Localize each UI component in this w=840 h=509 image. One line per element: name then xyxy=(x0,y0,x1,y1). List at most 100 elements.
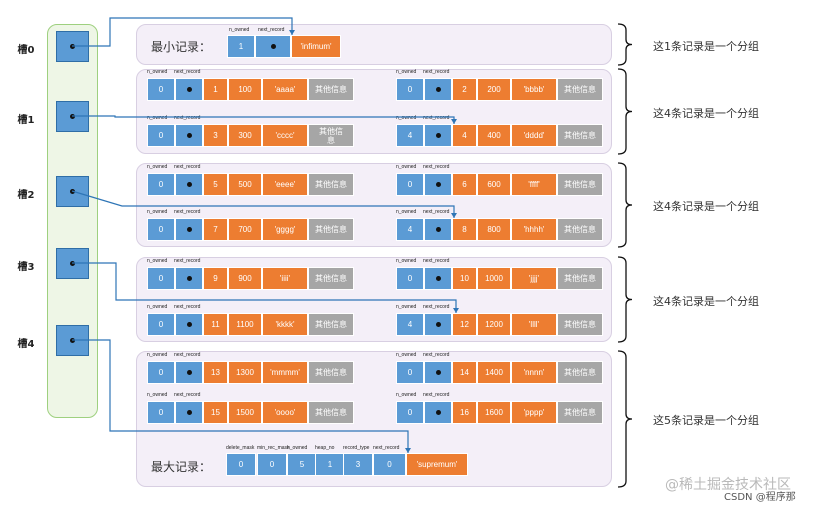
n-owned-header: n_owned xyxy=(396,164,417,170)
next-record-cell xyxy=(424,218,452,241)
other-info-cell: 其他信 息 xyxy=(308,124,354,147)
next-record-header: next_record xyxy=(174,304,201,310)
supremum-field-header: heap_no xyxy=(315,445,335,451)
next-record-header: next_record xyxy=(423,69,450,75)
group-0-label: 这1条记录是一个分组 xyxy=(653,39,759,53)
next-record-header: next_record xyxy=(174,392,201,398)
primary-key-cell: 1300 xyxy=(228,361,262,384)
heap-no-cell: 12 xyxy=(452,313,477,336)
heap-no-cell: 6 xyxy=(452,173,477,196)
next-record-header: next_record xyxy=(174,69,201,75)
n-owned-cell: 0 xyxy=(396,267,424,290)
heap-no-cell: 11 xyxy=(203,313,228,336)
n-owned-header: n_owned xyxy=(396,258,417,264)
column-value-cell: 'eeee' xyxy=(262,173,308,196)
heap-no-cell: 4 xyxy=(452,124,477,147)
column-value-cell: 'nnnn' xyxy=(511,361,557,384)
arrowhead-icon xyxy=(451,119,457,124)
other-info-cell: 其他信息 xyxy=(308,173,354,196)
primary-key-cell: 600 xyxy=(477,173,511,196)
next-record-cell xyxy=(424,173,452,196)
n-owned-header: n_owned xyxy=(396,69,417,75)
other-info-cell: 其他信息 xyxy=(557,124,603,147)
next-record-cell xyxy=(175,78,203,101)
column-value-cell: 'llll' xyxy=(511,313,557,336)
n-owned-cell: 0 xyxy=(147,218,175,241)
next-record-cell xyxy=(424,78,452,101)
heap-no-cell: 15 xyxy=(203,401,228,424)
other-info-cell: 其他信息 xyxy=(557,267,603,290)
arrowhead-icon xyxy=(289,30,295,35)
heap-no-cell: 8 xyxy=(452,218,477,241)
group-2-label: 这4条记录是一个分组 xyxy=(653,200,759,213)
heap-no-cell: 1 xyxy=(203,78,228,101)
slot-0-label: 槽0 xyxy=(17,45,35,56)
n-owned-header: n_owned xyxy=(396,304,417,310)
n-owned-header: n_owned xyxy=(396,392,417,398)
group-4-label: 这5条记录是一个分组 xyxy=(653,414,759,427)
other-info-cell: 其他信息 xyxy=(557,401,603,424)
arrowhead-icon xyxy=(453,308,459,313)
slot-1-label: 槽1 xyxy=(17,115,35,126)
primary-key-cell: 200 xyxy=(477,78,511,101)
heap-no-cell: 7 xyxy=(203,218,228,241)
other-info-cell: 其他信息 xyxy=(557,173,603,196)
supremum-field-cell: 3 xyxy=(343,453,373,476)
n-owned-cell: 0 xyxy=(147,267,175,290)
next-record-dot-icon xyxy=(186,276,192,281)
supremum-field-header: min_rec_mask xyxy=(257,445,290,451)
next-record-header: next_record xyxy=(174,164,201,170)
n-owned-cell: 0 xyxy=(147,173,175,196)
infimum-label: 最小记录： xyxy=(151,40,212,54)
column-value-cell: 'cccc' xyxy=(262,124,308,147)
next-record-header: next_record xyxy=(174,115,201,121)
n-owned-cell: 0 xyxy=(147,361,175,384)
slot-0-pointer-line xyxy=(72,17,293,47)
n-owned-header: n_owned xyxy=(396,115,417,121)
n-owned-cell: 0 xyxy=(147,78,175,101)
heap-no-cell: 14 xyxy=(452,361,477,384)
n-owned-cell: 0 xyxy=(396,173,424,196)
next-record-dot-icon xyxy=(186,227,192,232)
primary-key-cell: 700 xyxy=(228,218,262,241)
n-owned-cell: 4 xyxy=(396,124,424,147)
heap-no-cell: 5 xyxy=(203,173,228,196)
next-record-header: next_record xyxy=(258,27,285,33)
other-info-cell: 其他信息 xyxy=(557,218,603,241)
column-value-cell: 'gggg' xyxy=(262,218,308,241)
n-owned-header: n_owned xyxy=(147,392,168,398)
other-info-cell: 其他信息 xyxy=(308,218,354,241)
next-record-cell xyxy=(424,313,452,336)
n-owned-cell: 4 xyxy=(396,313,424,336)
n-owned-cell: 0 xyxy=(396,401,424,424)
primary-key-cell: 800 xyxy=(477,218,511,241)
primary-key-cell: 500 xyxy=(228,173,262,196)
slot-4-pointer-line xyxy=(72,339,409,453)
other-info-cell: 其他信息 xyxy=(557,78,603,101)
column-value-cell: 'dddd' xyxy=(511,124,557,147)
primary-key-cell: 100 xyxy=(228,78,262,101)
next-record-cell xyxy=(424,267,452,290)
supremum-field-header: delete_mask xyxy=(226,445,255,451)
next-record-cell xyxy=(175,313,203,336)
n-owned-header: n_owned xyxy=(147,69,168,75)
next-record-cell xyxy=(175,401,203,424)
next-record-dot-icon xyxy=(186,133,192,138)
group-0-brace xyxy=(617,23,633,66)
next-record-dot-icon xyxy=(186,87,192,92)
next-record-header: next_record xyxy=(174,209,201,215)
next-record-dot-icon xyxy=(435,227,441,232)
primary-key-cell: 400 xyxy=(477,124,511,147)
n-owned-header: n_owned xyxy=(147,258,168,264)
next-record-cell xyxy=(175,218,203,241)
primary-key-cell: 1500 xyxy=(228,401,262,424)
arrowhead-icon xyxy=(405,448,411,453)
n-owned-cell: 0 xyxy=(147,401,175,424)
next-record-cell xyxy=(175,173,203,196)
group-4-brace xyxy=(617,350,633,488)
supremum-field-header: n_owned xyxy=(287,445,308,451)
supremum-field-header: next_record xyxy=(373,445,400,451)
primary-key-cell: 900 xyxy=(228,267,262,290)
slot-1-pointer-line xyxy=(72,115,455,124)
other-info-cell: 其他信息 xyxy=(308,267,354,290)
